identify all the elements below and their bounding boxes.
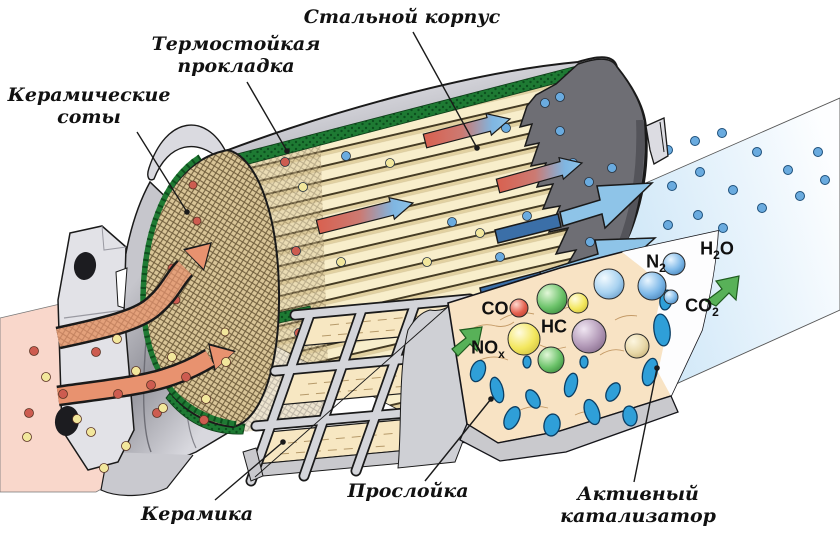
label-interlayer-text: Прослойка — [347, 480, 469, 502]
molecule-label-co: CO — [482, 299, 509, 320]
label-catalyst-line2: катализатор — [560, 505, 716, 527]
label-honeycomb: Керамические соты — [8, 84, 171, 128]
h2o-post: O — [719, 238, 734, 259]
mounting-tab — [645, 117, 669, 165]
molecule-label-n2: N2 — [646, 251, 666, 276]
reaction-arrows — [451, 275, 740, 357]
inlet-arrow — [56, 343, 236, 407]
hc-text: HC — [541, 316, 567, 337]
n2-text: N — [646, 251, 660, 272]
molecule-label-h2o: H2O — [700, 238, 734, 263]
co-text: CO — [481, 298, 509, 319]
leader-ceramic — [214, 441, 284, 501]
co2-sub: 2 — [712, 305, 719, 320]
molecule-label-co2: CO2 — [685, 295, 719, 320]
flow-arrows — [315, 112, 584, 235]
n2-sub: 2 — [659, 261, 666, 276]
nox-text: NO — [471, 337, 499, 358]
molecule-balls — [507, 252, 686, 374]
inlet-gas-dots — [22, 334, 231, 473]
leader-honeycomb — [136, 131, 188, 213]
h2o-sub: 2 — [713, 248, 720, 263]
label-interlayer: Прослойка — [347, 480, 468, 502]
leader-lines — [136, 31, 660, 501]
zoom-wedge — [254, 301, 469, 478]
leader-catalyst — [633, 367, 658, 483]
label-steel-body-text: Стальной корпус — [303, 6, 501, 28]
leader-gasket — [246, 81, 288, 152]
label-gasket-line1: Термостойкая — [151, 33, 321, 55]
label-honeycomb-line2: соты — [57, 106, 121, 128]
face-flow-arrow — [55, 242, 212, 350]
h2o-pre: H — [700, 238, 714, 259]
outlet-gas-dots — [663, 128, 830, 255]
leader-steel-body — [412, 31, 478, 149]
label-gasket-line2: прокладка — [177, 55, 295, 77]
molecule-label-hc: HC — [541, 317, 567, 338]
label-gasket: Термостойкая прокладка — [152, 33, 321, 77]
shell-lip — [147, 124, 227, 181]
nox-sub: x — [498, 347, 505, 362]
label-ceramic-text: Керамика — [140, 503, 254, 525]
label-catalyst: Активный катализатор — [560, 483, 716, 527]
label-catalyst-line1: Активный — [577, 483, 699, 505]
co2-text: CO — [685, 295, 713, 316]
catalyst-blobs — [469, 289, 673, 437]
label-ceramic: Керамика — [141, 503, 253, 525]
molecule-label-nox: NOx — [471, 337, 505, 362]
label-steel-body: Стальной корпус — [304, 6, 501, 28]
label-honeycomb-line1: Керамические — [7, 84, 171, 106]
leader-interlayer — [424, 398, 492, 482]
